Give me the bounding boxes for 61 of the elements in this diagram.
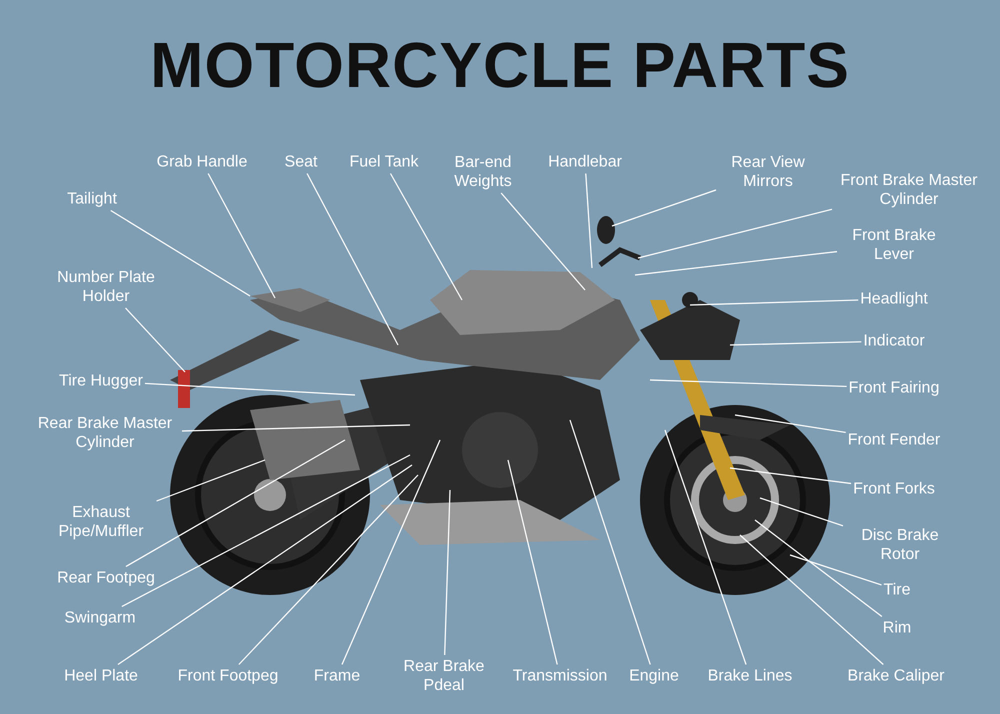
leader-line <box>638 208 832 259</box>
part-label: Fuel Tank <box>349 152 419 172</box>
leader-line <box>585 173 593 268</box>
leader-line <box>444 490 451 656</box>
part-label: Front Footpeg <box>178 666 278 686</box>
part-label: Rear View Mirrors <box>718 153 818 191</box>
part-label: Rim <box>882 618 912 638</box>
leader-line <box>634 251 838 276</box>
leader-line <box>118 464 412 665</box>
part-label: Exhaust Pipe/Muffler <box>36 503 166 541</box>
leader-line <box>760 497 844 526</box>
leader-line <box>734 414 846 433</box>
part-label: Tire Hugger <box>59 372 143 390</box>
part-label: Bar-end Weights <box>433 153 533 191</box>
leader-line <box>730 341 862 346</box>
part-label: Heel Plate <box>64 666 138 686</box>
leader-line <box>110 210 250 297</box>
part-label: Brake Lines <box>708 666 792 686</box>
leader-line <box>612 189 716 227</box>
part-label: Front Forks <box>853 480 935 498</box>
title: MOTORCYCLE PARTS <box>150 28 850 102</box>
leader-line <box>507 460 558 665</box>
part-label: Headlight <box>860 290 928 308</box>
part-label: Front Brake Master Cylinder <box>834 171 984 209</box>
part-label: Front Fender <box>848 430 940 450</box>
part-label: Transmission <box>512 666 608 686</box>
part-label: Engine <box>629 666 679 686</box>
part-label: Front Brake Lever <box>839 226 949 264</box>
leader-line <box>500 192 586 290</box>
part-label: Rear Brake Master Cylinder <box>30 414 180 452</box>
part-label: Front Fairing <box>848 378 940 398</box>
leader-line <box>740 534 884 665</box>
leader-line <box>122 454 410 608</box>
leader-line <box>664 430 747 665</box>
part-label: Number Plate Holder <box>41 268 171 306</box>
leader-line <box>690 299 858 306</box>
part-label: Rear Footpeg <box>57 568 155 588</box>
leader-line <box>754 520 882 617</box>
part-label: Indicator <box>863 332 925 350</box>
leader-line <box>125 308 186 372</box>
leader-line <box>208 173 276 298</box>
leader-line <box>650 379 847 388</box>
part-label: Handlebar <box>548 152 622 172</box>
leader-line <box>306 173 399 346</box>
leader-line <box>238 474 418 665</box>
leader-line <box>126 439 346 568</box>
part-label: Brake Caliper <box>848 666 944 686</box>
part-label: Seat <box>284 152 318 172</box>
leader-line <box>144 382 356 396</box>
part-label: Disc Brake Rotor <box>845 526 955 564</box>
part-label: Frame <box>314 666 360 686</box>
part-label: Tire <box>884 580 910 600</box>
leader-line <box>730 467 852 484</box>
leader-line <box>390 173 463 300</box>
leader-line <box>569 420 651 665</box>
part-label: Rear Brake Pdeal <box>394 657 494 695</box>
leader-line <box>341 440 441 665</box>
part-label: Swingarm <box>64 608 136 628</box>
part-label: Tailight <box>67 190 117 208</box>
leader-line <box>790 554 882 586</box>
part-label: Grab Handle <box>156 152 248 172</box>
